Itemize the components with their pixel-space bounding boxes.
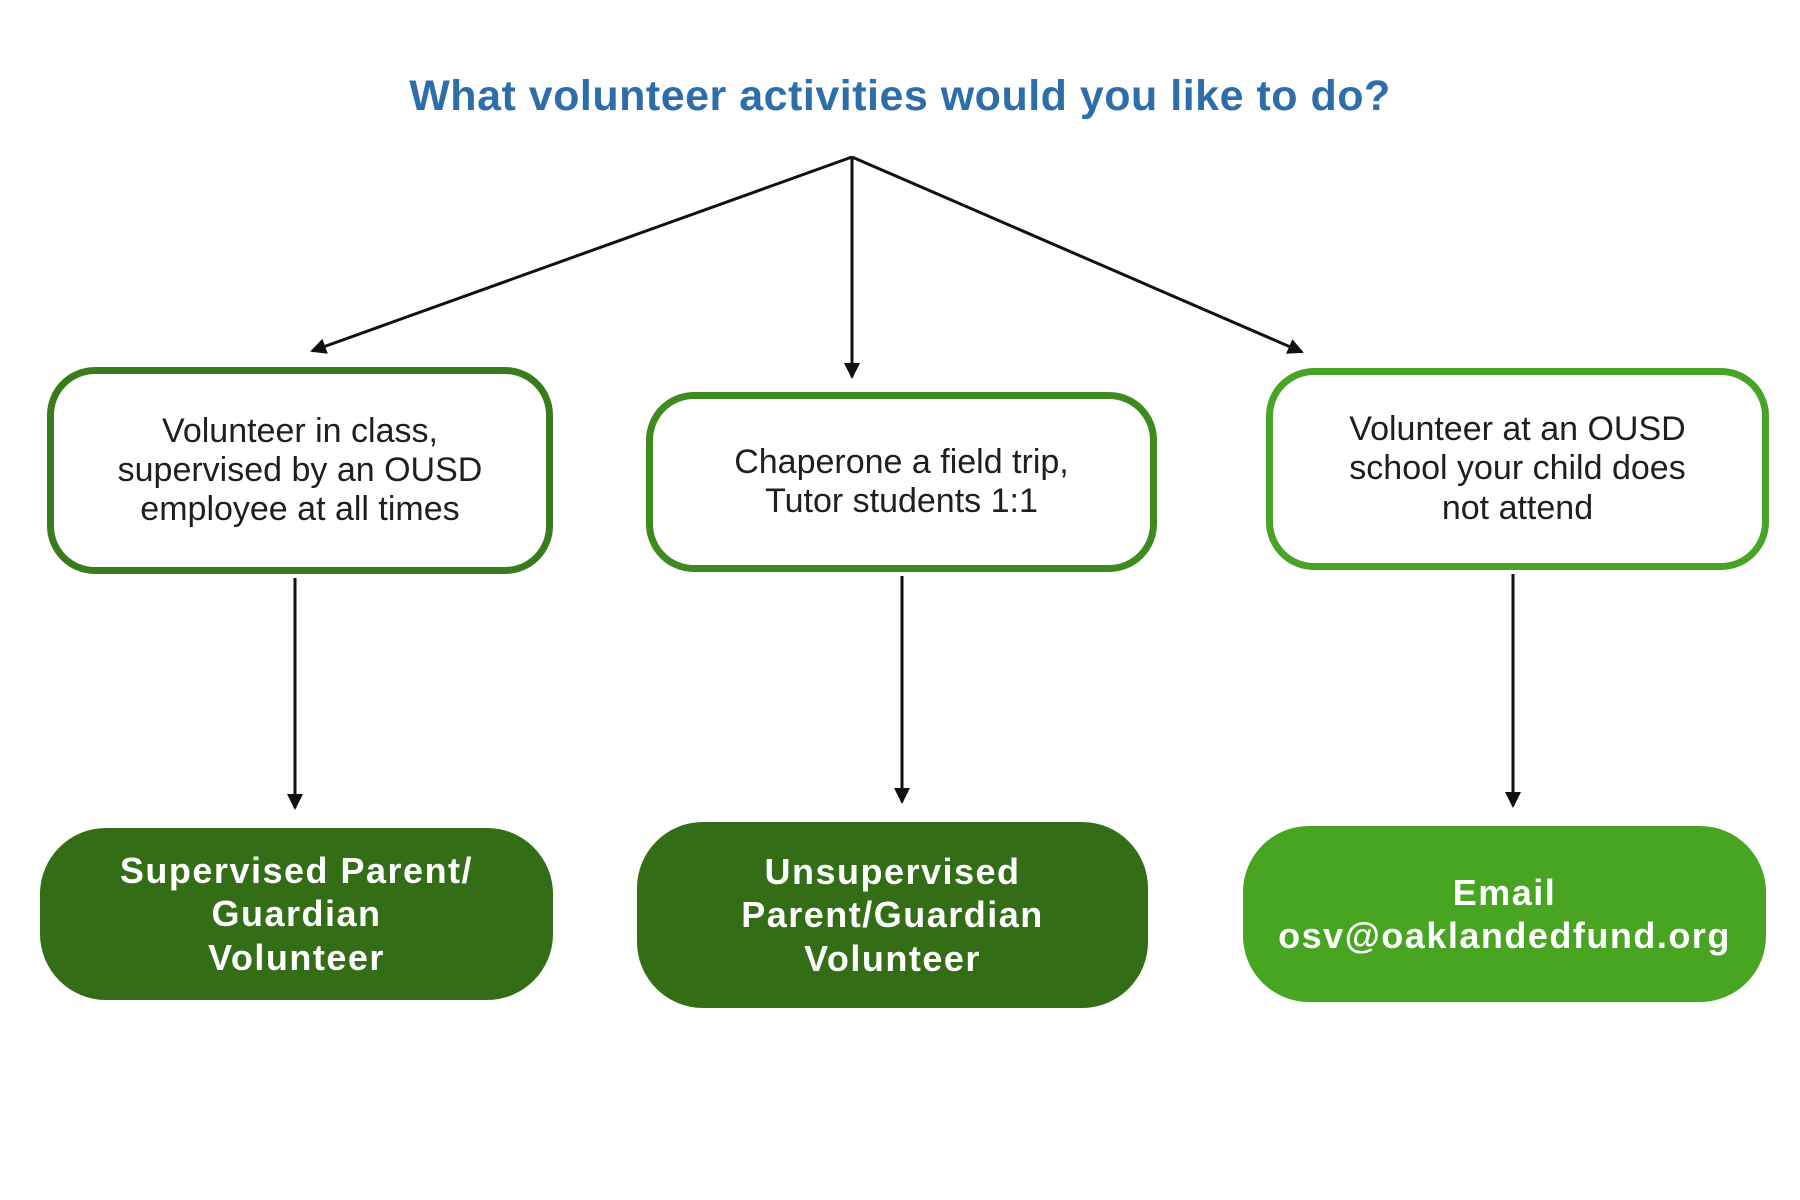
arrow-root-to-option-3: [851, 155, 1304, 354]
page-title: What volunteer activities would you like…: [409, 72, 1391, 120]
option-label-volunteer-in-class: Volunteer in class, supervised by an OUS…: [117, 411, 483, 529]
option-box-volunteer-in-class: Volunteer in class, supervised by an OUS…: [47, 367, 553, 574]
outcome-label-email-contact: Email osv@oaklandedfund.org: [1278, 871, 1731, 956]
option-box-other-school: Volunteer at an OUSD school your child d…: [1266, 368, 1769, 570]
outcome-label-unsupervised-volunteer: Unsupervised Parent/Guardian Volunteer: [741, 851, 1044, 979]
outcome-label-supervised-volunteer: Supervised Parent/ Guardian Volunteer: [119, 850, 474, 978]
outcome-box-supervised-volunteer: Supervised Parent/ Guardian Volunteer: [40, 828, 553, 1000]
outcome-box-email-contact: Email osv@oaklandedfund.org: [1243, 826, 1766, 1002]
option-label-chaperone-tutor: Chaperone a field trip, Tutor students 1…: [734, 442, 1069, 520]
option-label-other-school: Volunteer at an OUSD school your child d…: [1349, 410, 1686, 527]
option-box-chaperone-tutor: Chaperone a field trip, Tutor students 1…: [646, 392, 1157, 572]
arrow-root-to-option-1: [310, 155, 853, 354]
outcome-box-unsupervised-volunteer: Unsupervised Parent/Guardian Volunteer: [637, 822, 1148, 1008]
